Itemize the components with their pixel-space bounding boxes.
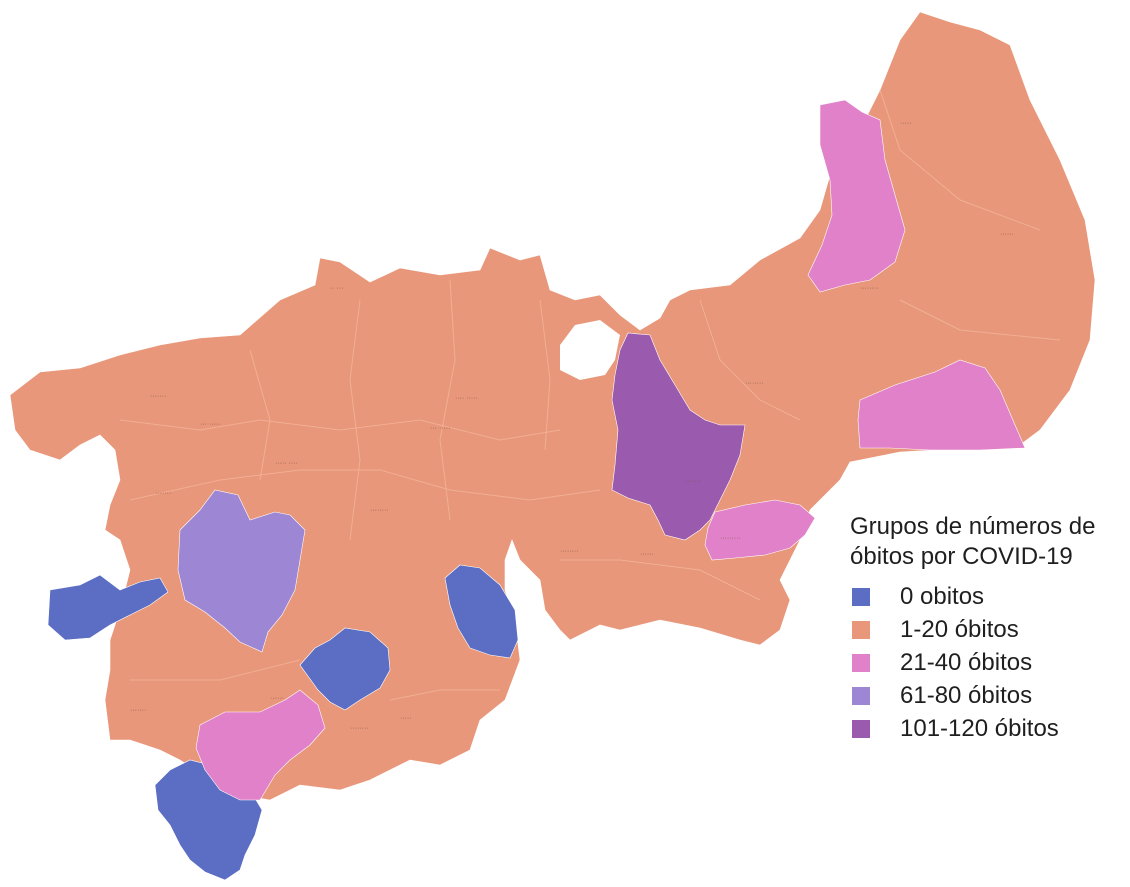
region-101-120 — [611, 332, 746, 541]
svg-text:········: ········ — [745, 380, 764, 387]
region-21-40-north — [807, 99, 906, 293]
svg-text:········: ········ — [860, 285, 879, 292]
legend-title: Grupos de números de óbitos por COVID-19 — [850, 512, 1120, 572]
svg-text:·······: ······· — [685, 478, 701, 485]
enclave-hole — [560, 320, 620, 380]
svg-text:·······: ······· — [155, 490, 171, 497]
region-61-80 — [177, 489, 306, 653]
svg-text:·······: ······· — [150, 393, 166, 400]
legend-swatch — [852, 686, 870, 705]
legend-label: 1-20 óbitos — [900, 615, 1019, 643]
legend: Grupos de números de óbitos por COVID-19… — [850, 512, 1120, 745]
legend-swatch — [852, 620, 870, 639]
svg-text:······: ······ — [270, 695, 284, 702]
municipality-labels: ·· ··· ······· ··· ····· ····· ···· ····… — [130, 120, 1014, 732]
legend-item: 61-80 óbitos — [850, 679, 1120, 712]
svg-text:···· ·····: ···· ····· — [455, 395, 478, 402]
legend-swatch — [852, 587, 870, 606]
region-21-40-south — [195, 689, 326, 801]
legend-label: 21-40 óbitos — [900, 648, 1033, 676]
svg-text:····· ····: ····· ···· — [275, 460, 298, 467]
svg-text:··· ·····: ··· ····· — [200, 421, 221, 428]
legend-swatch — [852, 653, 870, 672]
legend-item: 1-20 óbitos — [850, 613, 1120, 646]
legend-title-line1: Grupos de números de — [850, 513, 1096, 540]
svg-text:········: ········ — [350, 725, 369, 732]
svg-text:······: ······ — [1000, 231, 1014, 238]
region-0-west — [47, 574, 169, 641]
legend-label: 0 obitos — [900, 582, 985, 610]
legend-title-line2: óbitos por COVID-19 — [850, 543, 1073, 570]
svg-text:·······: ······· — [130, 707, 146, 714]
svg-text:·· ···: ·· ··· — [330, 285, 344, 292]
legend-item: 101-120 óbitos — [850, 712, 1120, 745]
svg-text:·····: ····· — [900, 120, 912, 127]
svg-text:······: ······ — [640, 551, 654, 558]
svg-text:··· ·····: ··· ····· — [430, 425, 451, 432]
legend-item: 0 obitos — [850, 580, 1120, 613]
region-0-east — [444, 564, 519, 659]
legend-items: 0 obitos 1-20 óbitos 21-40 óbitos 61-80 … — [850, 580, 1120, 745]
svg-text:········: ········ — [560, 548, 579, 555]
svg-text:·········: ········· — [720, 535, 741, 542]
region-21-40-east — [857, 359, 1026, 451]
region-21-40-mid — [704, 499, 816, 561]
svg-text:·····: ····· — [400, 715, 412, 722]
legend-label: 61-80 óbitos — [900, 681, 1033, 709]
region-0-center — [299, 627, 391, 711]
legend-swatch — [852, 719, 870, 738]
municipality-borders — [119, 89, 1061, 701]
svg-text:········: ········ — [370, 507, 389, 514]
legend-item: 21-40 óbitos — [850, 646, 1120, 679]
legend-label: 101-120 óbitos — [900, 714, 1059, 742]
